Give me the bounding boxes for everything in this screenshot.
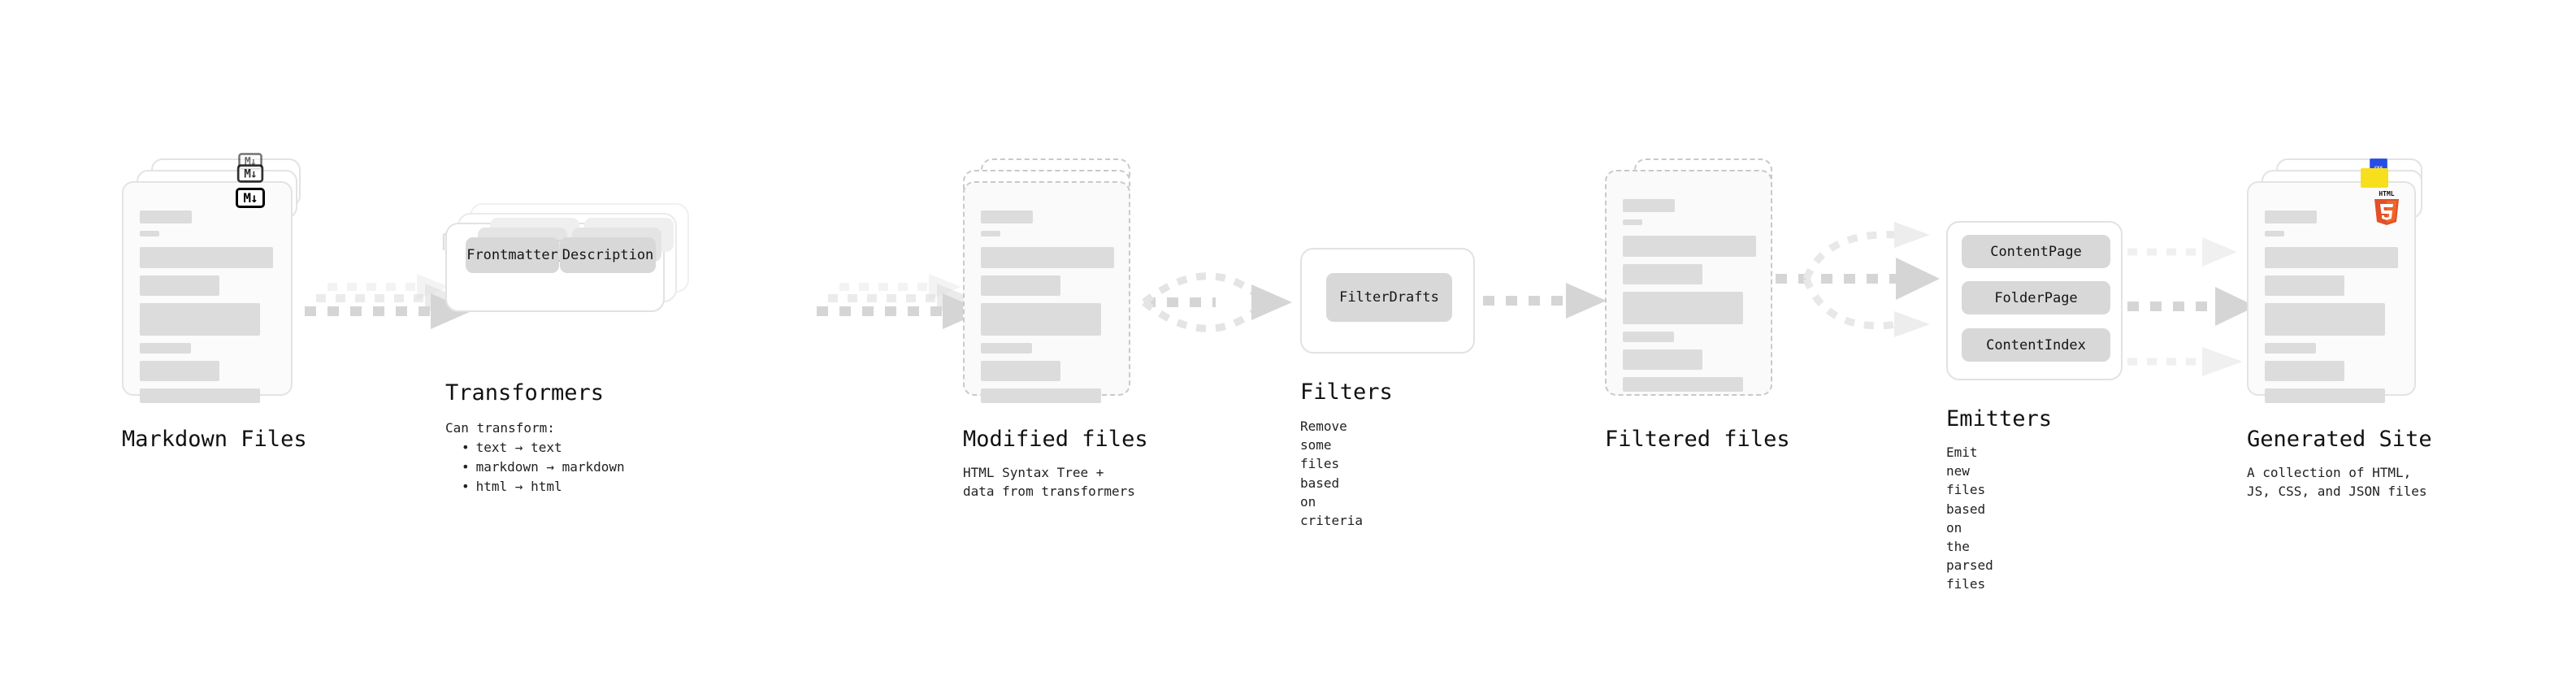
skeleton-bar [140, 303, 260, 336]
filters-box: FilterDrafts [1300, 248, 1475, 354]
markdown-card-front [122, 181, 293, 403]
emitters-box: ContentPage FolderPage ContentIndex [1946, 221, 2123, 380]
stage-title-transformers: Transformers [445, 380, 605, 406]
skeleton-bar [2265, 388, 2385, 403]
caption-intro: Can transform: [445, 420, 555, 436]
skeleton-bar [2265, 361, 2344, 381]
stage-title-emitters: Emitters [1946, 406, 2053, 432]
stage-markdown-files: M↓ M↓ M↓ Markdown Files [122, 153, 307, 452]
chip-label: ContentPage [1990, 243, 2082, 260]
stage-transformers: Run in parallel Frontmatter Description … [442, 195, 689, 494]
skeleton-bar [1623, 349, 1702, 370]
filtered-card-skeleton [1623, 199, 1756, 399]
stage-title-filtered-files: Filtered files [1605, 427, 1790, 452]
skeleton-bar [981, 231, 1000, 236]
connector-filters-to-filtered [1483, 283, 1607, 319]
modified-card-skeleton [981, 210, 1114, 410]
markdown-badge-icon: M↓ [236, 188, 265, 208]
javascript-badge-icon: JS [2361, 168, 2388, 188]
css-badge-label: CSS [2374, 166, 2383, 171]
skeleton-bar [1623, 292, 1743, 324]
stage-title-modified-files: Modified files [963, 427, 1148, 452]
list-item: html → html [462, 477, 625, 497]
skeleton-bar [2265, 303, 2385, 336]
chip-label: Description [562, 247, 654, 263]
transform-type-list: text → text markdown → markdown html → h… [445, 438, 625, 497]
html5-badge-icon: HTML [2370, 188, 2403, 225]
modified-card-front [963, 181, 1130, 403]
generated-card-stack: CSS JS HTML [2247, 158, 2434, 419]
stage-title-markdown-files: Markdown Files [122, 427, 307, 452]
skeleton-bar [1623, 377, 1743, 392]
skeleton-bar [981, 361, 1060, 381]
stage-title-filters: Filters [1300, 380, 1393, 405]
filtered-card-front [1605, 170, 1772, 396]
connector-filtered-to-emitters [1776, 222, 1940, 337]
skeleton-bar [140, 361, 219, 381]
skeleton-bar [2265, 231, 2284, 236]
skeleton-bar [140, 231, 159, 236]
stage-caption-generated-site: A collection of HTML, JS, CSS, and JSON … [2247, 465, 2427, 500]
skeleton-bar [981, 303, 1101, 336]
chip-label: Frontmatter [466, 247, 558, 263]
skeleton-bar [1623, 219, 1642, 225]
modified-card-stack [963, 158, 1142, 419]
skeleton-bar [1623, 332, 1674, 342]
skeleton-bar [981, 210, 1033, 223]
stage-title-generated-site: Generated Site [2247, 427, 2432, 452]
skeleton-bar [981, 343, 1032, 354]
chip-label: ContentIndex [1986, 336, 2086, 354]
filtered-card-stack [1605, 158, 1784, 419]
skeleton-bar [2265, 343, 2316, 354]
filter-chip-filterdrafts[interactable]: FilterDrafts [1326, 273, 1452, 322]
skeleton-bar [1623, 264, 1702, 284]
emitter-chip-contentpage[interactable]: ContentPage [1962, 235, 2110, 268]
skeleton-bar [2265, 210, 2317, 223]
connector-emitters-to-site [2127, 237, 2256, 376]
chip-label: FilterDrafts [1339, 289, 1439, 306]
emitter-chip-folderpage[interactable]: FolderPage [1962, 281, 2110, 314]
stage-caption-transformers: Can transform: text → text markdown → ma… [445, 419, 625, 497]
stage-generated-site: CSS JS HTML Generated Site A collection … [2247, 158, 2434, 499]
skeleton-bar [981, 388, 1101, 403]
skeleton-bar [1623, 236, 1756, 257]
skeleton-bar [2265, 275, 2344, 296]
html5-badge-text: HTML [2379, 190, 2394, 197]
list-item: text → text [462, 438, 625, 458]
markdown-badge-icon: M↓ [236, 164, 264, 183]
skeleton-bar [140, 247, 273, 268]
connector-markdown-to-transformers [305, 274, 471, 329]
css-badge-icon: CSS [2370, 158, 2387, 171]
chip-label: FolderPage [1994, 289, 2078, 306]
markdown-card-stack: M↓ M↓ M↓ [122, 153, 301, 419]
generated-card-skeleton [2265, 210, 2398, 410]
transformer-chip-description[interactable]: Description [560, 237, 656, 273]
transformer-chip-frontmatter[interactable]: Frontmatter [466, 237, 559, 273]
transformers-box-stack: Frontmatter Description [445, 195, 689, 325]
stage-caption-filters: Remove some files based on criteria [1300, 419, 1364, 528]
markdown-card-skeleton [140, 210, 275, 410]
skeleton-bar [140, 210, 192, 223]
skeleton-bar [140, 388, 260, 403]
connector-modified-to-filters [1142, 272, 1292, 332]
skeleton-bar [140, 275, 219, 296]
skeleton-bar [1623, 199, 1675, 212]
stage-filtered-files: Filtered files [1605, 158, 1790, 452]
skeleton-bar [2265, 247, 2398, 268]
list-item: markdown → markdown [462, 458, 625, 477]
skeleton-bar [981, 275, 1060, 296]
stage-caption-emitters: Emit new files based on the parsed files [1946, 445, 1993, 592]
skeleton-bar [981, 247, 1114, 268]
emitter-chip-contentindex[interactable]: ContentIndex [1962, 328, 2110, 362]
stage-modified-files: Modified files HTML Syntax Tree + data f… [963, 158, 1148, 499]
stage-caption-modified-files: HTML Syntax Tree + data from transformer… [963, 465, 1135, 500]
skeleton-bar [140, 343, 191, 354]
